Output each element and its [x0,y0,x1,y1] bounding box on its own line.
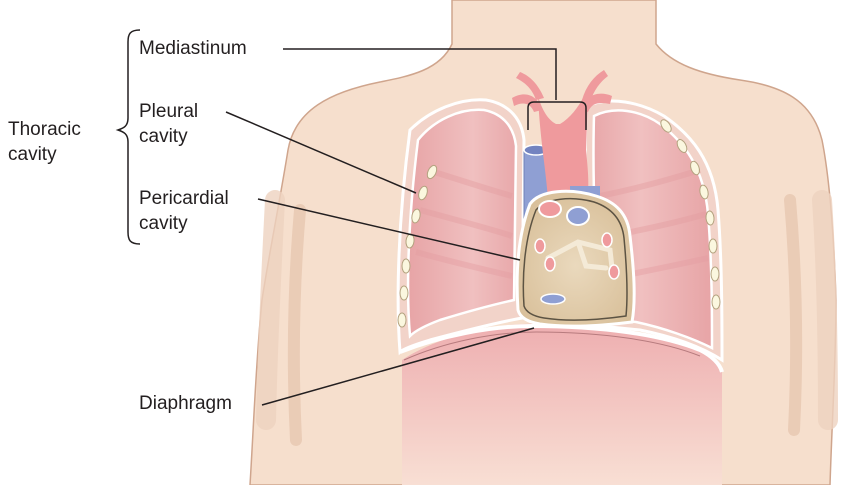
pleural-line-2: cavity [139,124,198,149]
pericardial-cavity-label: Pericardial cavity [139,186,229,236]
right-arm-shade [822,200,828,420]
diaphragm-label: Diaphragm [139,391,232,416]
pleural-cavity-label: Pleural cavity [139,99,198,149]
heart [517,191,634,326]
right-arm-crease [790,200,796,430]
aorta-section [539,201,561,217]
thoracic-cavity-label: Thoracic cavity [8,117,81,167]
pericardial-line-2: cavity [139,211,229,236]
left-arm-crease [294,210,300,440]
vein-section-3 [545,257,555,271]
pleural-line-1: Pleural [139,99,198,124]
pulmonary-section [567,207,589,225]
vena-cava-inferior-section [541,294,565,304]
vein-section-2 [535,239,545,253]
vein-section-1 [602,233,612,247]
abdomen [402,324,722,485]
thoracic-line-1: Thoracic [8,117,81,142]
pericardial-line-1: Pericardial [139,186,229,211]
thoracic-line-2: cavity [8,142,81,167]
vein-section-4 [609,265,619,279]
thoracic-brace [118,30,140,244]
mediastinum-label: Mediastinum [139,36,247,61]
left-arm-shade [266,200,275,420]
